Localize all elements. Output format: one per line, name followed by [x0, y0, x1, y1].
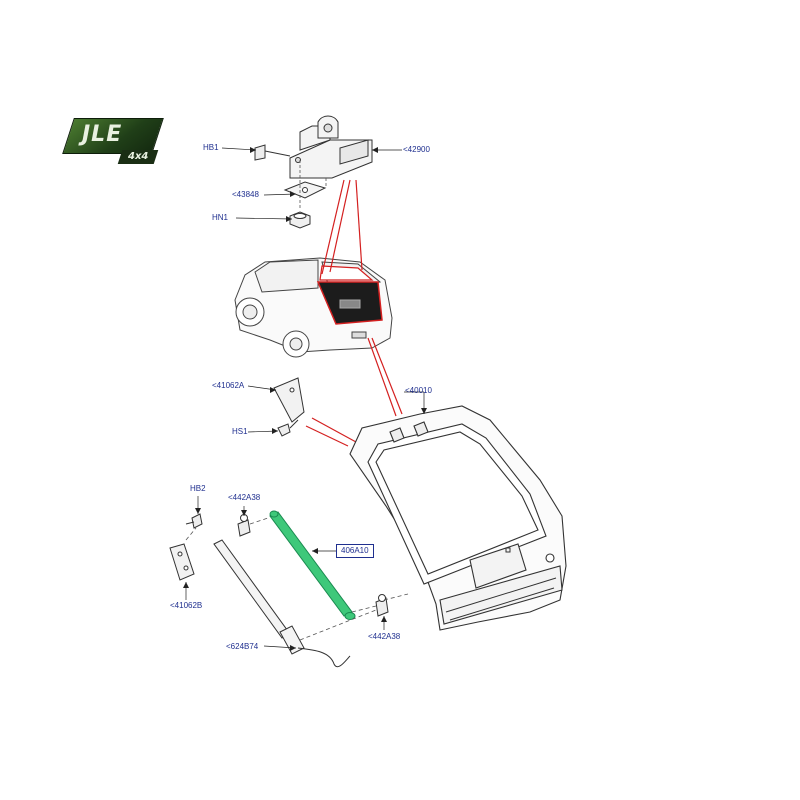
callout-442a38-top[interactable]: <442A38: [228, 493, 261, 502]
callout-406a10[interactable]: 406A10: [336, 544, 374, 558]
ball-stud-442a38-bottom[interactable]: [375, 594, 389, 617]
hinge-nut-hn1[interactable]: [289, 211, 311, 229]
gas-strut-406a10[interactable]: [269, 510, 356, 620]
ball-stud-442a38-top[interactable]: [237, 514, 251, 537]
screw-hs1[interactable]: [277, 419, 299, 437]
callout-40010[interactable]: <40010: [405, 386, 432, 395]
tailgate-detail-marks: [445, 547, 557, 621]
logo-text: JLE: [82, 122, 123, 147]
hinge-bolt-hb1[interactable]: [254, 144, 291, 161]
callout-442a38-bottom[interactable]: <442A38: [368, 632, 401, 641]
callout-hn1[interactable]: HN1: [212, 213, 229, 222]
bracket-41062b[interactable]: [169, 543, 195, 581]
vehicle-illustration: [234, 257, 393, 358]
callout-624b74[interactable]: <624B74: [226, 642, 259, 651]
callout-41062a[interactable]: <41062A: [212, 381, 245, 390]
power-strut[interactable]: [213, 539, 351, 668]
callout-arrowheads: [183, 147, 427, 651]
callout-hb2[interactable]: HB2: [190, 484, 206, 493]
callout-hb1[interactable]: HB1: [203, 143, 219, 152]
callout-hs1[interactable]: HS1: [232, 427, 248, 436]
bracket-41062a[interactable]: [273, 377, 305, 423]
callout-41062b[interactable]: <41062B: [170, 601, 203, 610]
bolt-hb2[interactable]: [185, 513, 203, 529]
red-leader-lines: [305, 179, 403, 447]
callout-42900[interactable]: <42900: [403, 145, 430, 154]
callout-43848[interactable]: <43848: [232, 190, 259, 199]
assembly-dashed-lines: [185, 517, 409, 641]
tailgate-hinge[interactable]: [289, 115, 373, 179]
logo-subtext: 4x4: [128, 151, 149, 162]
jle-4x4-logo: JLE 4x4: [62, 118, 168, 166]
